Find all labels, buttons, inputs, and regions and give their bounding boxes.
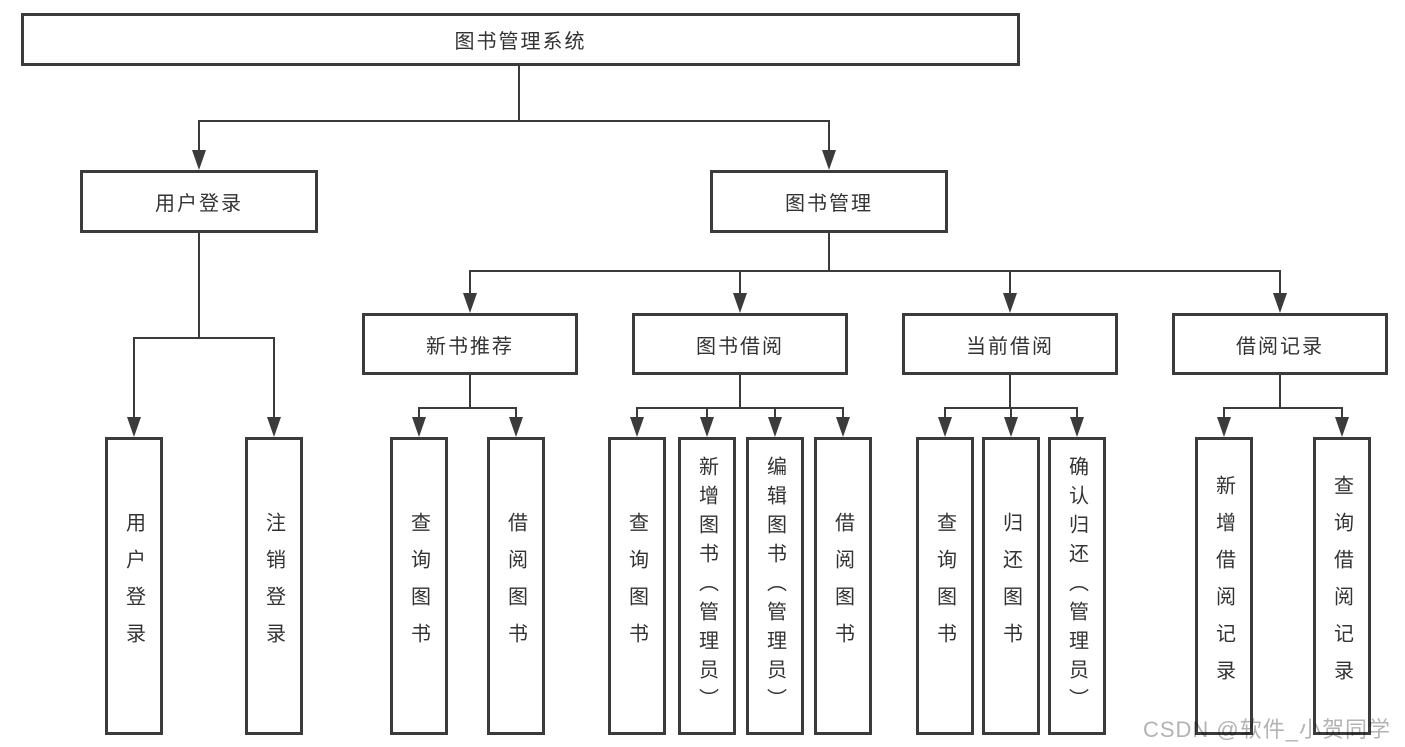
leaf-logout: 注销登录 bbox=[245, 437, 303, 735]
leaf-return-books-label: 归还图书 bbox=[999, 512, 1022, 660]
leaf-query-borrow-record-label: 查询借阅记录 bbox=[1330, 475, 1353, 697]
connector-book-management-drop-1 bbox=[739, 270, 741, 301]
arrowhead-icon bbox=[1004, 417, 1018, 437]
arrowhead-icon bbox=[463, 293, 477, 313]
arrowhead-icon bbox=[938, 417, 952, 437]
connector-user-login-drop-0 bbox=[133, 337, 135, 425]
node-library-system-label: 图书管理系统 bbox=[454, 31, 587, 53]
connector-borrow-records-stem bbox=[1279, 375, 1281, 409]
connector-book-management-drop-2 bbox=[1009, 270, 1011, 301]
arrowhead-icon bbox=[733, 293, 747, 313]
connector-library-system-drop-1 bbox=[828, 120, 830, 158]
leaf-add-books-admin: 新增图书（管理员） bbox=[678, 437, 736, 735]
leaf-query-books-3: 查询图书 bbox=[916, 437, 974, 735]
leaf-query-books-1: 查询图书 bbox=[390, 437, 448, 735]
connector-new-book-recommend-stem bbox=[469, 375, 471, 409]
node-user-login: 用户登录 bbox=[80, 170, 318, 233]
arrowhead-icon bbox=[822, 150, 836, 170]
arrowhead-icon bbox=[127, 417, 141, 437]
leaf-borrow-books-2: 借阅图书 bbox=[814, 437, 872, 735]
leaf-borrow-books-1-label: 借阅图书 bbox=[504, 512, 527, 660]
connector-borrow-records-drop-1 bbox=[1341, 407, 1343, 425]
connector-book-borrow-drop-0 bbox=[636, 407, 638, 425]
arrowhead-icon bbox=[700, 417, 714, 437]
connector-book-borrow-drop-1 bbox=[706, 407, 708, 425]
node-book-borrow-label: 图书借阅 bbox=[696, 335, 784, 358]
connector-library-system-stem bbox=[518, 66, 520, 122]
connector-borrow-records-drop-0 bbox=[1223, 407, 1225, 425]
leaf-user-login: 用户登录 bbox=[105, 437, 163, 735]
arrowhead-icon bbox=[412, 417, 426, 437]
arrowhead-icon bbox=[1335, 417, 1349, 437]
leaf-query-borrow-record: 查询借阅记录 bbox=[1313, 437, 1371, 735]
arrowhead-icon bbox=[267, 417, 281, 437]
node-user-login-label: 用户登录 bbox=[155, 193, 243, 215]
leaf-borrow-books-2-label: 借阅图书 bbox=[831, 512, 854, 660]
node-library-system: 图书管理系统 bbox=[21, 13, 1020, 66]
connector-current-borrow-drop-0 bbox=[944, 407, 946, 425]
leaf-confirm-return-admin-label: 确认归还（管理员） bbox=[1065, 455, 1088, 717]
leaf-edit-books-admin: 编辑图书（管理员） bbox=[746, 437, 804, 735]
leaf-query-books-1-label: 查询图书 bbox=[407, 512, 430, 660]
node-book-borrow: 图书借阅 bbox=[632, 313, 848, 375]
leaf-add-borrow-record: 新增借阅记录 bbox=[1195, 437, 1253, 735]
arrowhead-icon bbox=[192, 150, 206, 170]
connector-book-management-drop-3 bbox=[1279, 270, 1281, 301]
arrowhead-icon bbox=[1003, 293, 1017, 313]
arrowhead-icon bbox=[630, 417, 644, 437]
arrowhead-icon bbox=[1217, 417, 1231, 437]
leaf-add-books-admin-label: 新增图书（管理员） bbox=[695, 455, 718, 717]
connector-current-borrow-stem bbox=[1009, 375, 1011, 409]
connector-user-login-drop-1 bbox=[273, 337, 275, 425]
connector-library-system-bar bbox=[198, 120, 830, 122]
leaf-add-borrow-record-label: 新增借阅记录 bbox=[1212, 475, 1235, 697]
node-borrow-records: 借阅记录 bbox=[1172, 313, 1388, 375]
connector-book-borrow-stem bbox=[739, 375, 741, 409]
connector-book-borrow-drop-3 bbox=[842, 407, 844, 425]
node-current-borrow-label: 当前借阅 bbox=[966, 335, 1054, 358]
connector-book-management-stem bbox=[828, 233, 830, 272]
node-borrow-records-label: 借阅记录 bbox=[1236, 335, 1324, 358]
connector-current-borrow-drop-2 bbox=[1076, 407, 1078, 425]
leaf-query-books-3-label: 查询图书 bbox=[933, 512, 956, 660]
connector-book-management-bar bbox=[469, 270, 1281, 272]
connector-library-system-drop-0 bbox=[198, 120, 200, 158]
arrowhead-icon bbox=[768, 417, 782, 437]
node-new-book-recommend-label: 新书推荐 bbox=[426, 335, 514, 358]
connector-new-book-recommend-bar bbox=[418, 407, 517, 409]
leaf-logout-label: 注销登录 bbox=[262, 512, 285, 660]
leaf-query-books-2: 查询图书 bbox=[608, 437, 666, 735]
node-new-book-recommend: 新书推荐 bbox=[362, 313, 578, 375]
leaf-borrow-books-1: 借阅图书 bbox=[487, 437, 545, 735]
watermark: CSDN @软件_小贺同学 bbox=[1142, 717, 1391, 742]
leaf-confirm-return-admin: 确认归还（管理员） bbox=[1048, 437, 1106, 735]
arrowhead-icon bbox=[1070, 417, 1084, 437]
node-book-management-label: 图书管理 bbox=[785, 193, 873, 215]
connector-current-borrow-drop-1 bbox=[1010, 407, 1012, 425]
connector-new-book-recommend-drop-1 bbox=[515, 407, 517, 425]
connector-book-borrow-drop-2 bbox=[774, 407, 776, 425]
connector-new-book-recommend-drop-0 bbox=[418, 407, 420, 425]
arrowhead-icon bbox=[1273, 293, 1287, 313]
connector-borrow-records-bar bbox=[1223, 407, 1343, 409]
connector-book-management-drop-0 bbox=[469, 270, 471, 301]
leaf-user-login-label: 用户登录 bbox=[122, 512, 145, 660]
arrowhead-icon bbox=[509, 417, 523, 437]
node-current-borrow: 当前借阅 bbox=[902, 313, 1118, 375]
leaf-edit-books-admin-label: 编辑图书（管理员） bbox=[763, 455, 786, 717]
leaf-return-books: 归还图书 bbox=[982, 437, 1040, 735]
connector-user-login-stem bbox=[198, 233, 200, 339]
connector-user-login-bar bbox=[133, 337, 275, 339]
connector-book-borrow-bar bbox=[636, 407, 844, 409]
arrowhead-icon bbox=[836, 417, 850, 437]
node-book-management: 图书管理 bbox=[710, 170, 948, 233]
leaf-query-books-2-label: 查询图书 bbox=[625, 512, 648, 660]
